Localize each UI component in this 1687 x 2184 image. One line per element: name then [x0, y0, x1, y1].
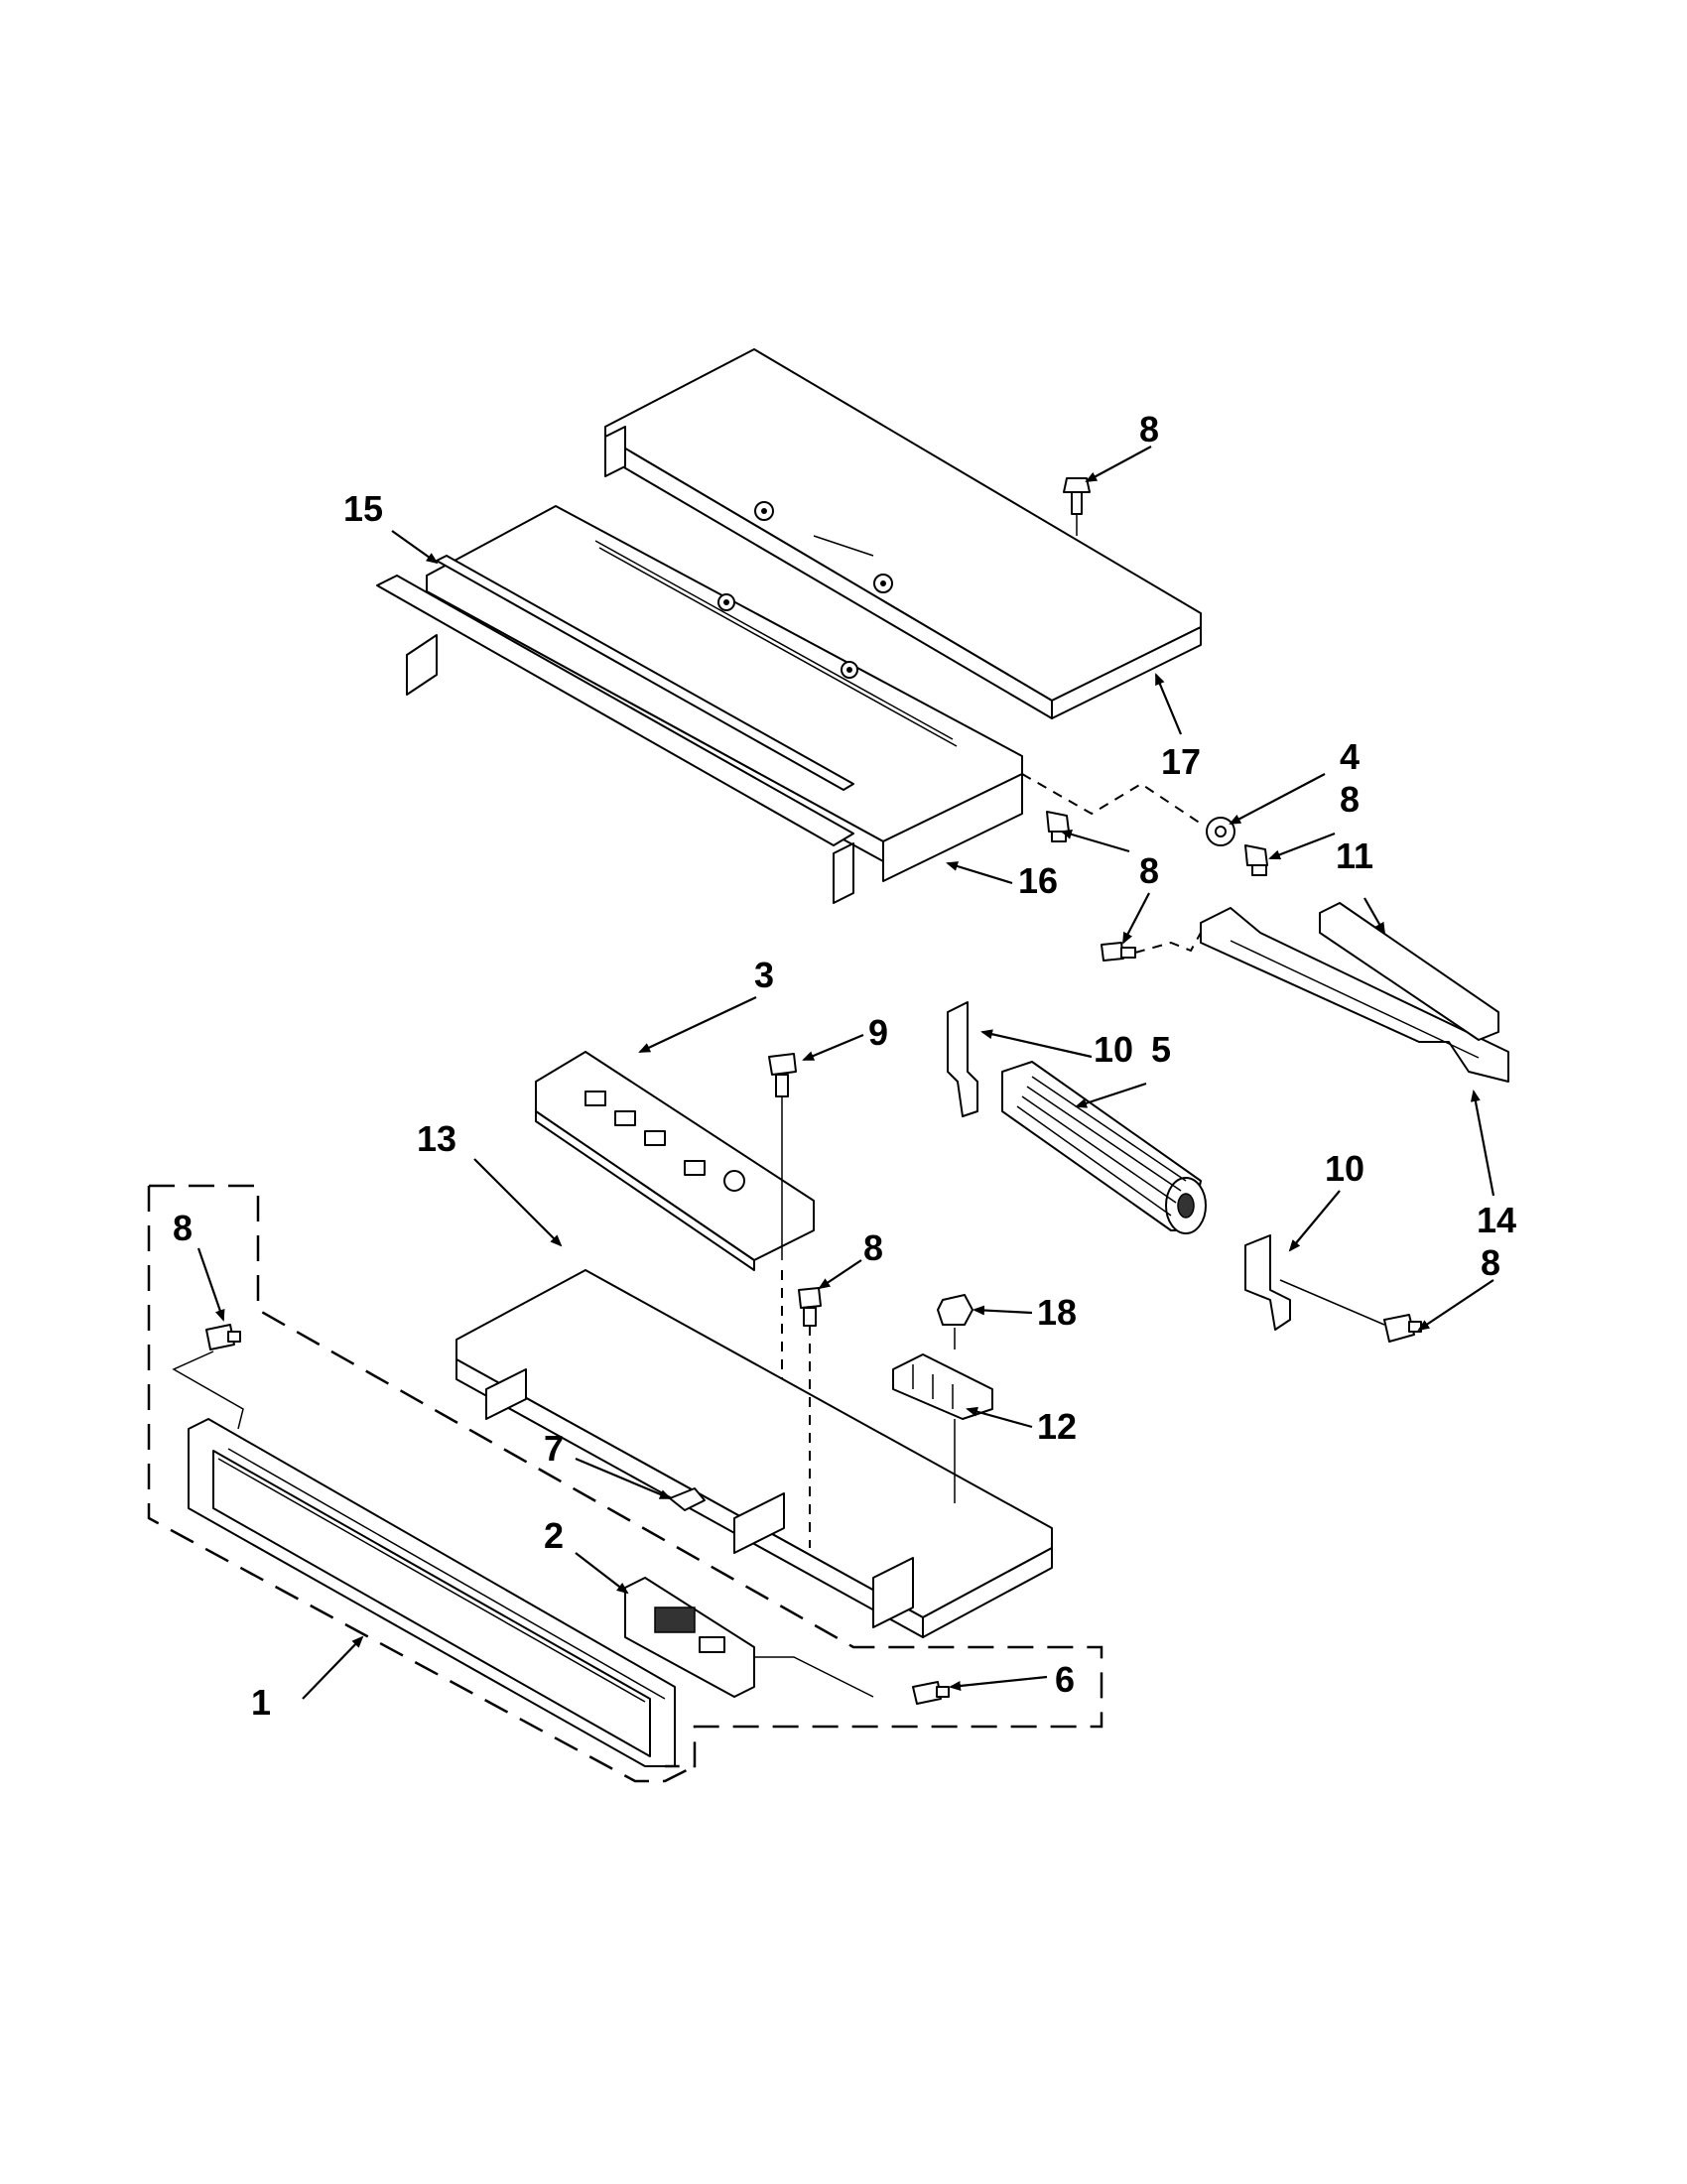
callout-1: 1	[251, 1682, 271, 1723]
callout-11: 11	[1336, 835, 1373, 876]
screw-icon	[1244, 844, 1268, 876]
callout-3: 3	[754, 955, 774, 995]
part-2-display-board	[624, 1577, 755, 1698]
screw-icon	[1383, 1314, 1422, 1343]
callout-16: 16	[1018, 860, 1058, 901]
callout-17: 17	[1161, 741, 1201, 782]
callout-8: 8	[1139, 850, 1159, 891]
part-5-blower-fan	[1001, 1061, 1207, 1234]
callout-10: 10	[1325, 1148, 1364, 1189]
screw-icon	[1063, 477, 1091, 536]
part-10-bracket-left	[947, 1001, 978, 1117]
callout-15: 15	[343, 488, 383, 529]
callout-14: 14	[1477, 1200, 1516, 1240]
callout-4: 4	[1340, 736, 1360, 777]
callout-6: 6	[1055, 1659, 1075, 1700]
part-17-top-cover	[604, 348, 1202, 719]
screw-icon	[1046, 811, 1070, 842]
callout-8: 8	[1340, 779, 1360, 820]
callout-12: 12	[1037, 1406, 1077, 1447]
screw-icon	[1101, 942, 1136, 962]
washer-icon	[1206, 817, 1235, 846]
part-7-clip	[669, 1487, 706, 1511]
screw-icon	[798, 1287, 822, 1327]
callout-8: 8	[863, 1227, 883, 1268]
callout-7: 7	[544, 1428, 564, 1469]
screw-icon	[205, 1324, 241, 1350]
callout-5: 5	[1151, 1029, 1171, 1070]
callout-labels: 8 15 17 4 8 16 11 8 3 9 10 5 13 10 14 8 …	[173, 409, 1516, 1723]
part-18-nut	[937, 1294, 973, 1326]
part-15-trim-strip	[376, 555, 854, 846]
callout-18: 18	[1037, 1292, 1077, 1333]
callout-8: 8	[173, 1208, 193, 1248]
callout-8: 8	[1481, 1242, 1500, 1283]
part-12-terminal-block	[892, 1353, 993, 1420]
screw-icon	[912, 1681, 950, 1705]
callout-13: 13	[417, 1118, 456, 1159]
screw-icon	[768, 1053, 797, 1097]
callout-9: 9	[868, 1012, 888, 1053]
callout-8: 8	[1139, 409, 1159, 450]
part-3-control-board	[535, 1051, 815, 1271]
callout-2: 2	[544, 1515, 564, 1556]
leader-lines	[196, 446, 1495, 1700]
part-11-strip	[1319, 902, 1499, 1041]
part-14-bracket	[1200, 907, 1509, 1083]
callout-10: 10	[1094, 1029, 1133, 1070]
part-10-bracket-right	[1244, 1234, 1291, 1331]
